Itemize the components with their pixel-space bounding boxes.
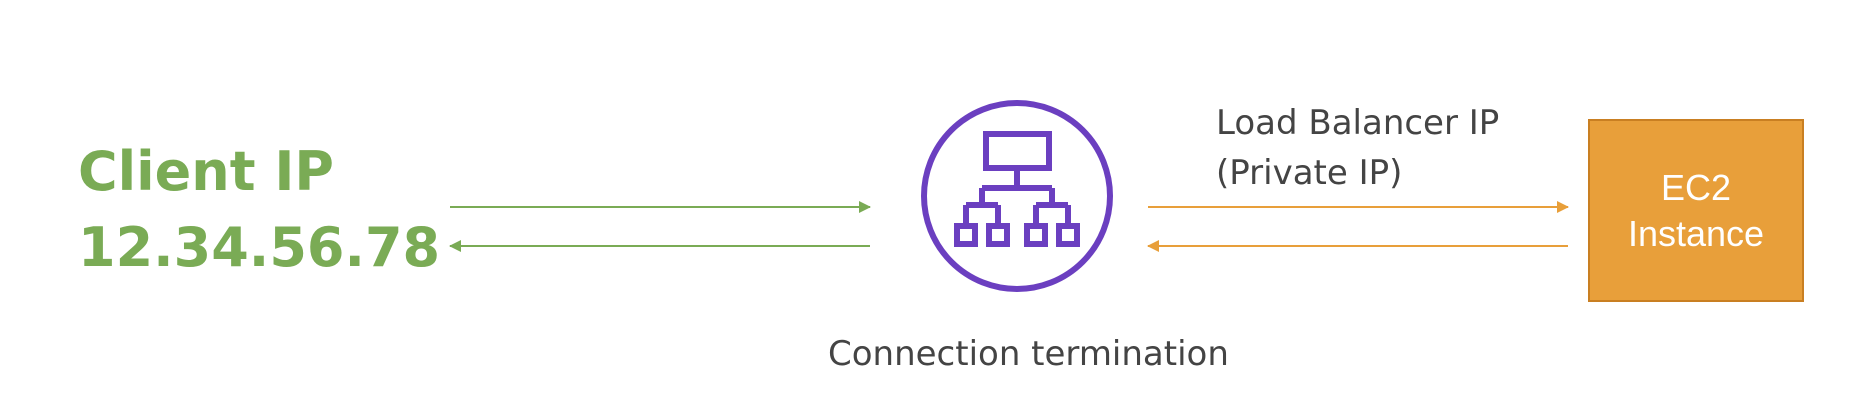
load-balancer-icon xyxy=(921,100,1113,292)
ec2-label-line2: Instance xyxy=(1627,212,1765,254)
load-balancer-ip-line1: Load Balancer IP xyxy=(1216,103,1500,143)
ec2-instance-box: EC2 Instance xyxy=(1588,119,1804,302)
ec2-label-line1: EC2 xyxy=(1660,166,1732,208)
client-info: Client IP 12.34.56.78 xyxy=(78,134,440,286)
load-balancer-ip-label: Load Balancer IP (Private IP) xyxy=(1216,98,1499,198)
client-ip-address: 12.34.56.78 xyxy=(78,216,441,279)
client-ip-label: Client IP xyxy=(78,140,334,203)
connection-termination-caption: Connection termination xyxy=(828,334,1229,374)
load-balancer-ip-line2: (Private IP) xyxy=(1216,153,1403,193)
